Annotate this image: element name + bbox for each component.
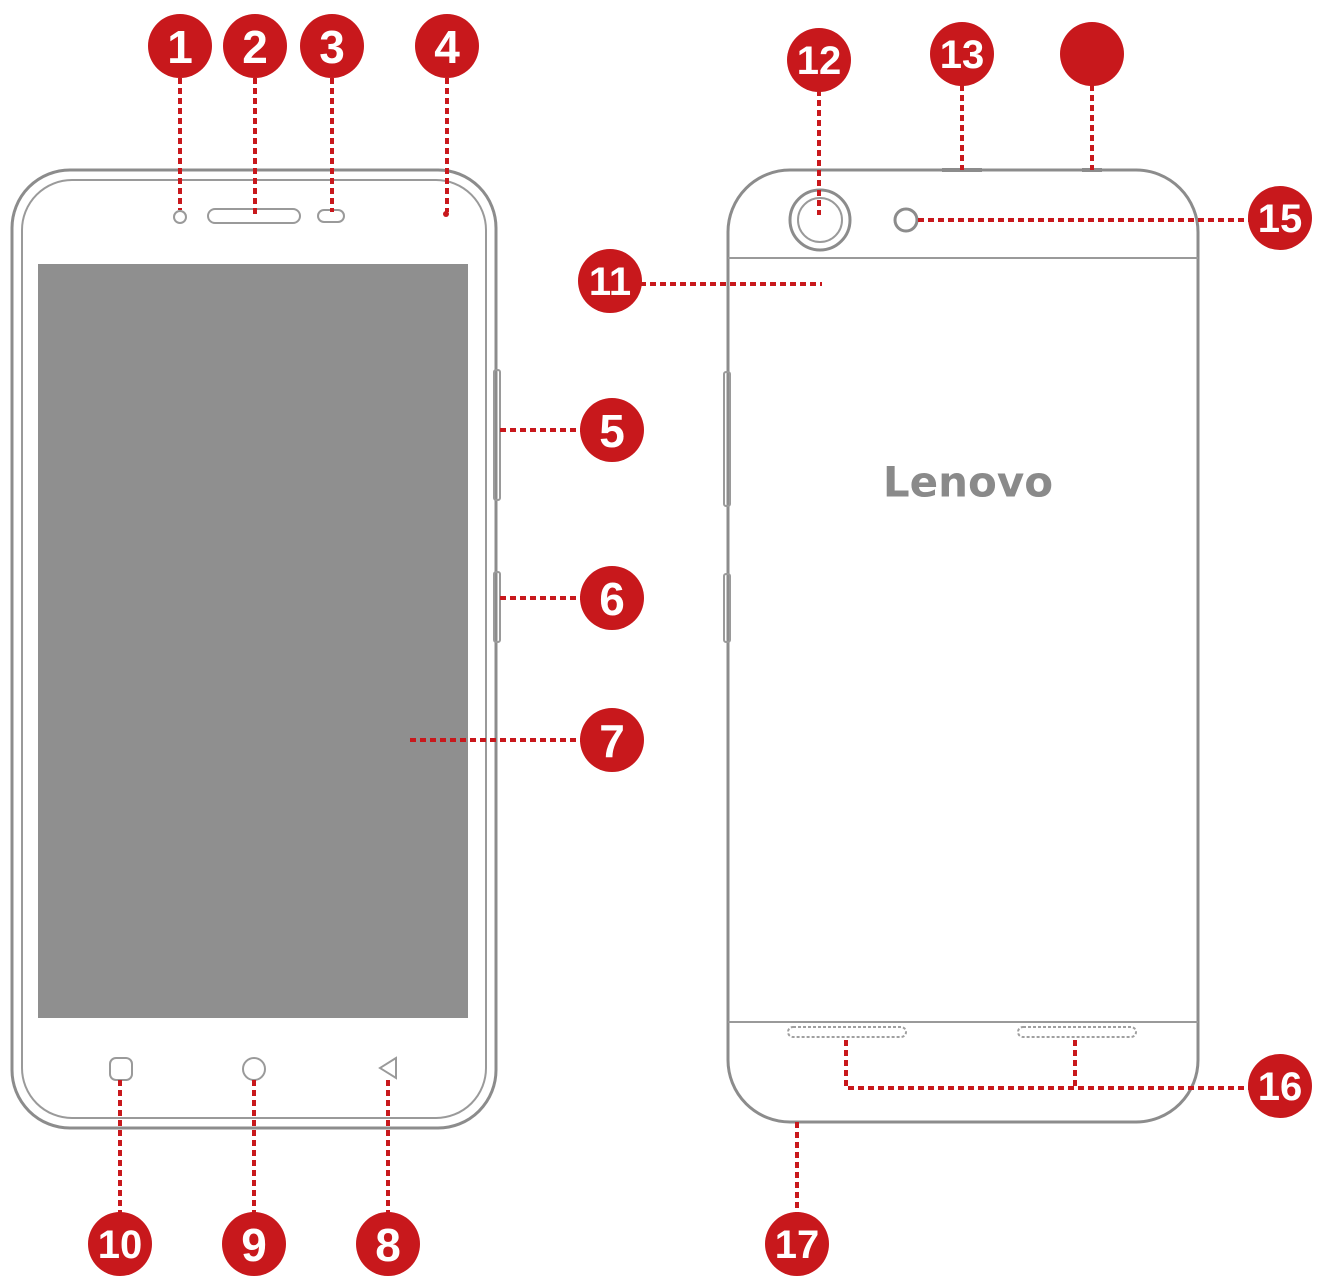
callout-11: 11 (578, 249, 642, 313)
callout-17-label: 17 (775, 1223, 820, 1267)
camera-flash (893, 207, 919, 233)
leader-16 (844, 1040, 1250, 1090)
callout-1-label: 1 (167, 21, 193, 73)
callout-3-label: 3 (319, 21, 345, 73)
callout-2: 2 (223, 14, 287, 78)
callout-12: 12 (787, 28, 851, 92)
back-power-button (723, 573, 731, 643)
callout-13: 13 (930, 22, 994, 86)
callout-1: 1 (148, 14, 212, 78)
callout-16: 16 (1248, 1054, 1312, 1118)
callout-6-label: 6 (599, 573, 625, 625)
front-camera (173, 210, 187, 224)
callout-3: 3 (300, 14, 364, 78)
callout-10-label: 10 (98, 1223, 143, 1267)
callout-10: 10 (88, 1212, 152, 1276)
callout-badges: 1 2 3 4 5 6 7 8 9 10 11 12 13 15 16 17 (88, 14, 1312, 1276)
recent-apps-key-icon (109, 1057, 133, 1081)
callout-12-label: 12 (797, 39, 842, 83)
back-outer-frame (726, 168, 1200, 1124)
phone-back-view: Lenovo (723, 168, 1200, 1124)
touch-screen (38, 264, 468, 1018)
callout-9: 9 (222, 1212, 286, 1276)
power-button (493, 571, 501, 643)
callout-13-label: 13 (940, 33, 985, 77)
callout-4: 4 (415, 14, 479, 78)
callout-7: 7 (580, 708, 644, 772)
callout-17: 17 (765, 1212, 829, 1276)
volume-button (493, 369, 501, 501)
brand-logo: Lenovo (883, 458, 1053, 507)
speaker-grille-left (787, 1026, 907, 1038)
leader-lines (118, 78, 1250, 1214)
speaker-grille-right (1017, 1026, 1137, 1038)
callout-9-label: 9 (241, 1219, 267, 1271)
callout-7-label: 7 (599, 715, 625, 767)
callout-16-label: 16 (1258, 1065, 1303, 1109)
callout-14 (1060, 22, 1124, 86)
back-volume-button (723, 371, 731, 507)
callout-8-label: 8 (375, 1219, 401, 1271)
callout-5: 5 (580, 398, 644, 462)
rear-camera-lens (797, 197, 843, 243)
callout-6: 6 (580, 566, 644, 630)
indicator-light (443, 211, 449, 217)
callout-15: 15 (1248, 186, 1312, 250)
phone-front-view (10, 168, 501, 1130)
callout-4-label: 4 (434, 21, 460, 73)
callout-5-label: 5 (599, 405, 625, 457)
back-key-icon (378, 1056, 397, 1080)
callout-2-label: 2 (242, 21, 268, 73)
callout-8: 8 (356, 1212, 420, 1276)
callout-11-label: 11 (589, 260, 631, 304)
home-key-icon (242, 1057, 266, 1081)
callout-15-label: 15 (1258, 197, 1303, 241)
